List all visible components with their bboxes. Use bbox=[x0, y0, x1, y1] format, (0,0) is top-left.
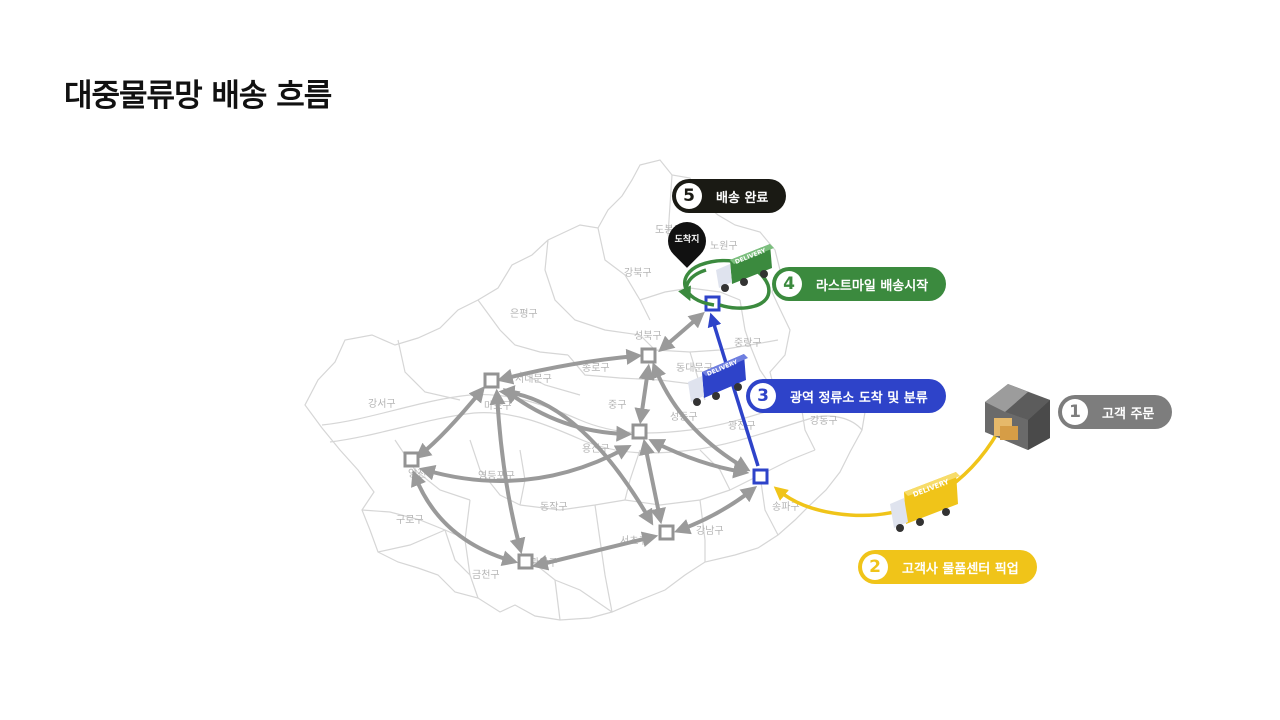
step-number: 4 bbox=[776, 271, 802, 297]
district-label: 강서구 bbox=[368, 398, 396, 410]
hub bbox=[483, 372, 500, 389]
hub-regional-station bbox=[752, 468, 769, 485]
step-3-pill: 3 광역 정류소 도착 및 분류 bbox=[746, 379, 946, 413]
network-arrows bbox=[411, 311, 758, 571]
district-label: 중구 bbox=[608, 399, 626, 411]
last-mile-route bbox=[678, 268, 707, 302]
step-label: 고객 주문 bbox=[1102, 406, 1155, 422]
network-arrow bbox=[639, 438, 666, 525]
step-1-pill: 1 고객 주문 bbox=[1058, 395, 1173, 429]
network-arrow bbox=[411, 470, 519, 566]
pickup-route bbox=[773, 431, 1000, 518]
network-arrow bbox=[658, 311, 705, 353]
hub bbox=[403, 451, 420, 468]
district-label: 은평구 bbox=[510, 308, 538, 320]
page-title: 대중물류망 배송 흐름 bbox=[64, 78, 332, 114]
step-2-pill: 2 고객사 물품센터 픽업 bbox=[858, 550, 1037, 584]
hubs bbox=[403, 295, 769, 570]
destination-label: 도착지 bbox=[674, 235, 700, 245]
district-label: 강남구 bbox=[696, 525, 724, 537]
step-number: 1 bbox=[1062, 399, 1088, 425]
step-label: 배송 완료 bbox=[716, 190, 769, 206]
district-label: 구로구 bbox=[396, 515, 424, 526]
network-arrow bbox=[496, 348, 643, 385]
truck-icon: DELIVERY bbox=[716, 244, 774, 292]
step-number: 3 bbox=[750, 383, 776, 409]
district-label: 송파구 bbox=[772, 501, 800, 513]
hub bbox=[640, 347, 657, 364]
step-number: 2 bbox=[862, 554, 888, 580]
district-label: 강북구 bbox=[624, 267, 652, 279]
step-4-pill: 4 라스트마일 배송시작 bbox=[772, 267, 947, 301]
step-label: 라스트마일 배송시작 bbox=[816, 278, 929, 294]
network-arrow bbox=[498, 385, 654, 526]
network-arrow bbox=[674, 486, 758, 535]
district-label: 노원구 bbox=[710, 240, 738, 252]
district-label: 금천구 bbox=[472, 569, 500, 581]
step-label: 고객사 물품센터 픽업 bbox=[902, 561, 1019, 577]
step-5-pill: 5 배송 완료 bbox=[672, 179, 787, 213]
hub bbox=[517, 553, 534, 570]
hub bbox=[631, 423, 648, 440]
hub bbox=[658, 524, 675, 541]
network-arrow bbox=[531, 531, 659, 571]
step-number: 5 bbox=[676, 183, 702, 209]
truck-icon: DELIVERY bbox=[688, 354, 748, 406]
trunk-route bbox=[707, 312, 760, 467]
district-label: 동작구 bbox=[540, 501, 568, 513]
warehouse-icon bbox=[985, 384, 1050, 450]
step-label: 광역 정류소 도착 및 분류 bbox=[790, 390, 928, 406]
district-label: 성북구 bbox=[634, 330, 662, 342]
network-arrow bbox=[634, 363, 655, 425]
district-label: 중랑구 bbox=[734, 337, 762, 349]
truck-icon: DELIVERY bbox=[890, 472, 960, 532]
district-label: 광진구 bbox=[728, 420, 756, 432]
district-label: 강동구 bbox=[810, 415, 838, 427]
